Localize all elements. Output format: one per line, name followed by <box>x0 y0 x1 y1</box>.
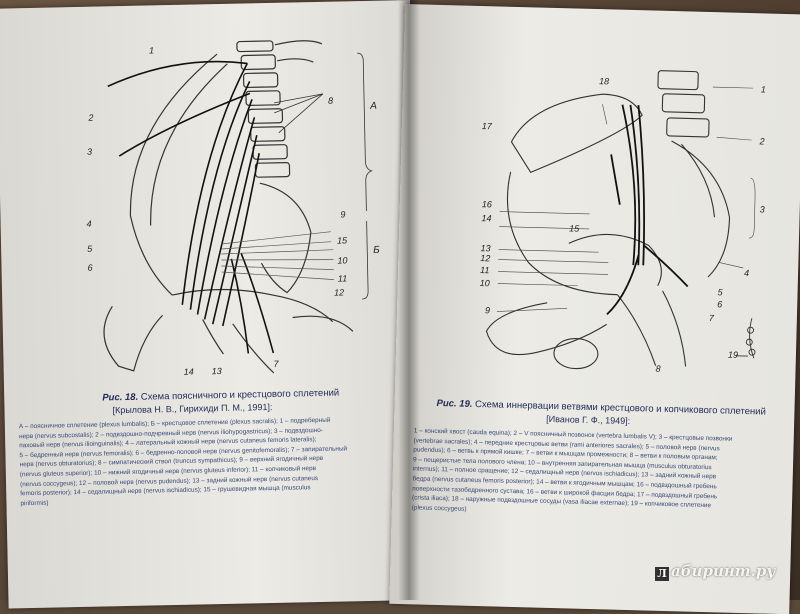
right-figure-label-12: 12 <box>480 253 490 263</box>
right-figure-label-5: 5 <box>717 287 723 297</box>
right-figure-reference: [Иванов Г. Ф., 1949]: <box>546 413 631 427</box>
plexus-diagram: 1 2 3 4 5 6 7 8 9 10 11 12 13 14 15 A Б <box>87 40 380 377</box>
bracket-label-b: Б <box>373 245 380 256</box>
book-gutter-shadow <box>398 0 420 600</box>
right-figure-label-13: 13 <box>481 243 491 253</box>
left-figure-label-11: 11 <box>338 273 348 283</box>
right-figure-label-1: 1 <box>761 84 766 94</box>
right-figure-label-4: 4 <box>744 268 749 278</box>
right-figure-label-6: 6 <box>717 299 722 309</box>
right-page: 1 2 3 4 5 6 7 8 9 10 11 12 13 14 15 16 1… <box>389 4 800 614</box>
right-figure-label-8: 8 <box>655 364 660 374</box>
bracket-label-a: A <box>369 101 377 112</box>
left-figure-legend: А – поясничное сплетение (plexus lumbali… <box>19 414 411 508</box>
lumbar-sacral-plexus-figure: 1 2 3 4 5 6 7 8 9 10 11 12 13 14 15 A Б <box>67 30 394 387</box>
left-figure-label-8: 8 <box>328 96 333 106</box>
left-figure-label-13: 13 <box>212 366 222 376</box>
right-figure-label-14: 14 <box>481 213 491 223</box>
left-page: 1 2 3 4 5 6 7 8 9 10 11 12 13 14 15 A Б … <box>0 0 423 609</box>
left-figure-label-12: 12 <box>334 287 344 297</box>
sacral-coccygeal-innervation-figure: 1 2 3 4 5 6 7 8 9 10 11 12 13 14 15 16 1… <box>465 61 783 379</box>
left-figure-reference: [Крылова Н. В., Гирихиди П. М., 1991]: <box>112 401 273 416</box>
left-figure-title: Схема поясничного и крестцового сплетени… <box>140 387 340 403</box>
left-figure-label-3: 3 <box>87 147 92 157</box>
right-figure-label-19: 19 <box>728 350 738 360</box>
left-figure-label-14: 14 <box>184 367 194 377</box>
right-figure-label-3: 3 <box>760 204 765 214</box>
right-figure-label-2: 2 <box>758 136 764 146</box>
watermark-text: абиринт.ру <box>671 562 776 580</box>
labirint-logo-icon: Л <box>655 567 669 581</box>
right-figure-label-11: 11 <box>480 265 490 275</box>
left-figure-number: Рис. 18. <box>102 391 139 404</box>
left-figure-label-4: 4 <box>87 219 92 229</box>
right-figure-label-10: 10 <box>480 278 490 288</box>
innervation-diagram: 1 2 3 4 5 6 7 8 9 10 11 12 13 14 15 16 1… <box>480 70 766 374</box>
right-figure-legend: 1 – конский хвост (cauda equina); 2 – V … <box>412 426 784 522</box>
left-figure-label-1: 1 <box>149 45 154 55</box>
right-figure-label-7: 7 <box>709 313 715 323</box>
right-figure-number: Рис. 19. <box>436 397 473 410</box>
left-figure-label-10: 10 <box>337 255 347 265</box>
left-figure-label-15: 15 <box>337 235 348 245</box>
right-figure-label-15: 15 <box>569 223 580 233</box>
left-figure-label-7: 7 <box>273 359 279 369</box>
left-figure-label-6: 6 <box>87 263 92 273</box>
left-figure-label-2: 2 <box>87 113 93 123</box>
left-figure-label-9: 9 <box>340 209 345 219</box>
left-figure-caption: Рис. 18. Схема поясничного и крестцового… <box>102 388 339 404</box>
right-figure-label-9: 9 <box>485 305 490 315</box>
right-figure-label-17: 17 <box>482 121 493 131</box>
right-figure-label-18: 18 <box>599 76 609 86</box>
right-figure-label-16: 16 <box>482 199 492 209</box>
left-figure-label-5: 5 <box>87 244 93 254</box>
